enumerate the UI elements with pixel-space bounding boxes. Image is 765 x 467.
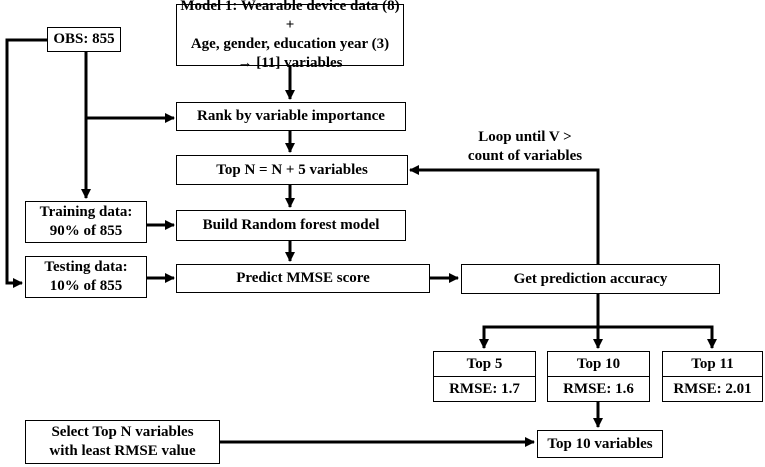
testing-line1: Testing data: bbox=[44, 259, 128, 275]
training-box: Training data: 90% of 855 bbox=[25, 201, 147, 243]
select-line2: with least RMSE value bbox=[49, 443, 196, 459]
model1-line3: → [11] variables bbox=[237, 55, 343, 71]
topn-label: Top N = N + 5 variables bbox=[216, 161, 368, 178]
build-label: Build Random forest model bbox=[202, 217, 380, 233]
topn-box: Top N = N + 5 variables bbox=[176, 155, 408, 185]
result-title: Top 11 bbox=[691, 355, 734, 372]
fork-line bbox=[482, 325, 714, 348]
arrow-obs-to-testing bbox=[5, 38, 47, 288]
loop-line2: count of variables bbox=[467, 148, 583, 164]
result-rmse: RMSE: 1.6 bbox=[548, 376, 649, 401]
obs-label: OBS: 855 bbox=[53, 31, 115, 47]
final-box: Top 10 variables bbox=[537, 430, 663, 458]
model1-line1: Model 1: Wearable device data (8) + bbox=[180, 0, 400, 33]
obs-box: OBS: 855 bbox=[47, 27, 121, 52]
result-top10: Top 10 RMSE: 1.6 bbox=[547, 351, 650, 402]
result-rmse: RMSE: 1.7 bbox=[434, 376, 535, 401]
result-top11: Top 11 RMSE: 2.01 bbox=[662, 351, 763, 402]
final-label: Top 10 variables bbox=[547, 435, 653, 452]
result-title: Top 10 bbox=[576, 355, 621, 372]
result-title: Top 5 bbox=[466, 355, 503, 372]
accuracy-label: Get prediction accuracy bbox=[513, 270, 668, 287]
testing-box: Testing data: 10% of 855 bbox=[25, 256, 147, 298]
model1-box: Model 1: Wearable device data (8) + Age,… bbox=[176, 0, 404, 71]
build-box: Build Random forest model bbox=[176, 210, 406, 241]
training-line1: Training data: bbox=[39, 204, 133, 220]
result-rmse: RMSE: 2.01 bbox=[663, 376, 762, 401]
model1-line2: Age, gender, education year (3) bbox=[190, 36, 390, 52]
training-line2: 90% of 855 bbox=[49, 223, 123, 239]
rank-label: Rank by variable importance bbox=[197, 108, 385, 124]
loop-line1: Loop until V > bbox=[478, 129, 572, 145]
testing-line2: 10% of 855 bbox=[49, 278, 123, 294]
accuracy-box: Get prediction accuracy bbox=[461, 264, 720, 294]
rank-box: Rank by variable importance bbox=[176, 102, 406, 131]
predict-box: Predict MMSE score bbox=[176, 264, 430, 293]
arrow-loop-to-topn bbox=[409, 165, 600, 264]
loop-label: Loop until V > count of variables bbox=[462, 128, 588, 166]
predict-label: Predict MMSE score bbox=[236, 270, 370, 286]
select-box: Select Top N variables with least RMSE v… bbox=[25, 420, 220, 464]
result-top5: Top 5 RMSE: 1.7 bbox=[433, 351, 536, 402]
select-line1: Select Top N variables bbox=[51, 424, 194, 440]
